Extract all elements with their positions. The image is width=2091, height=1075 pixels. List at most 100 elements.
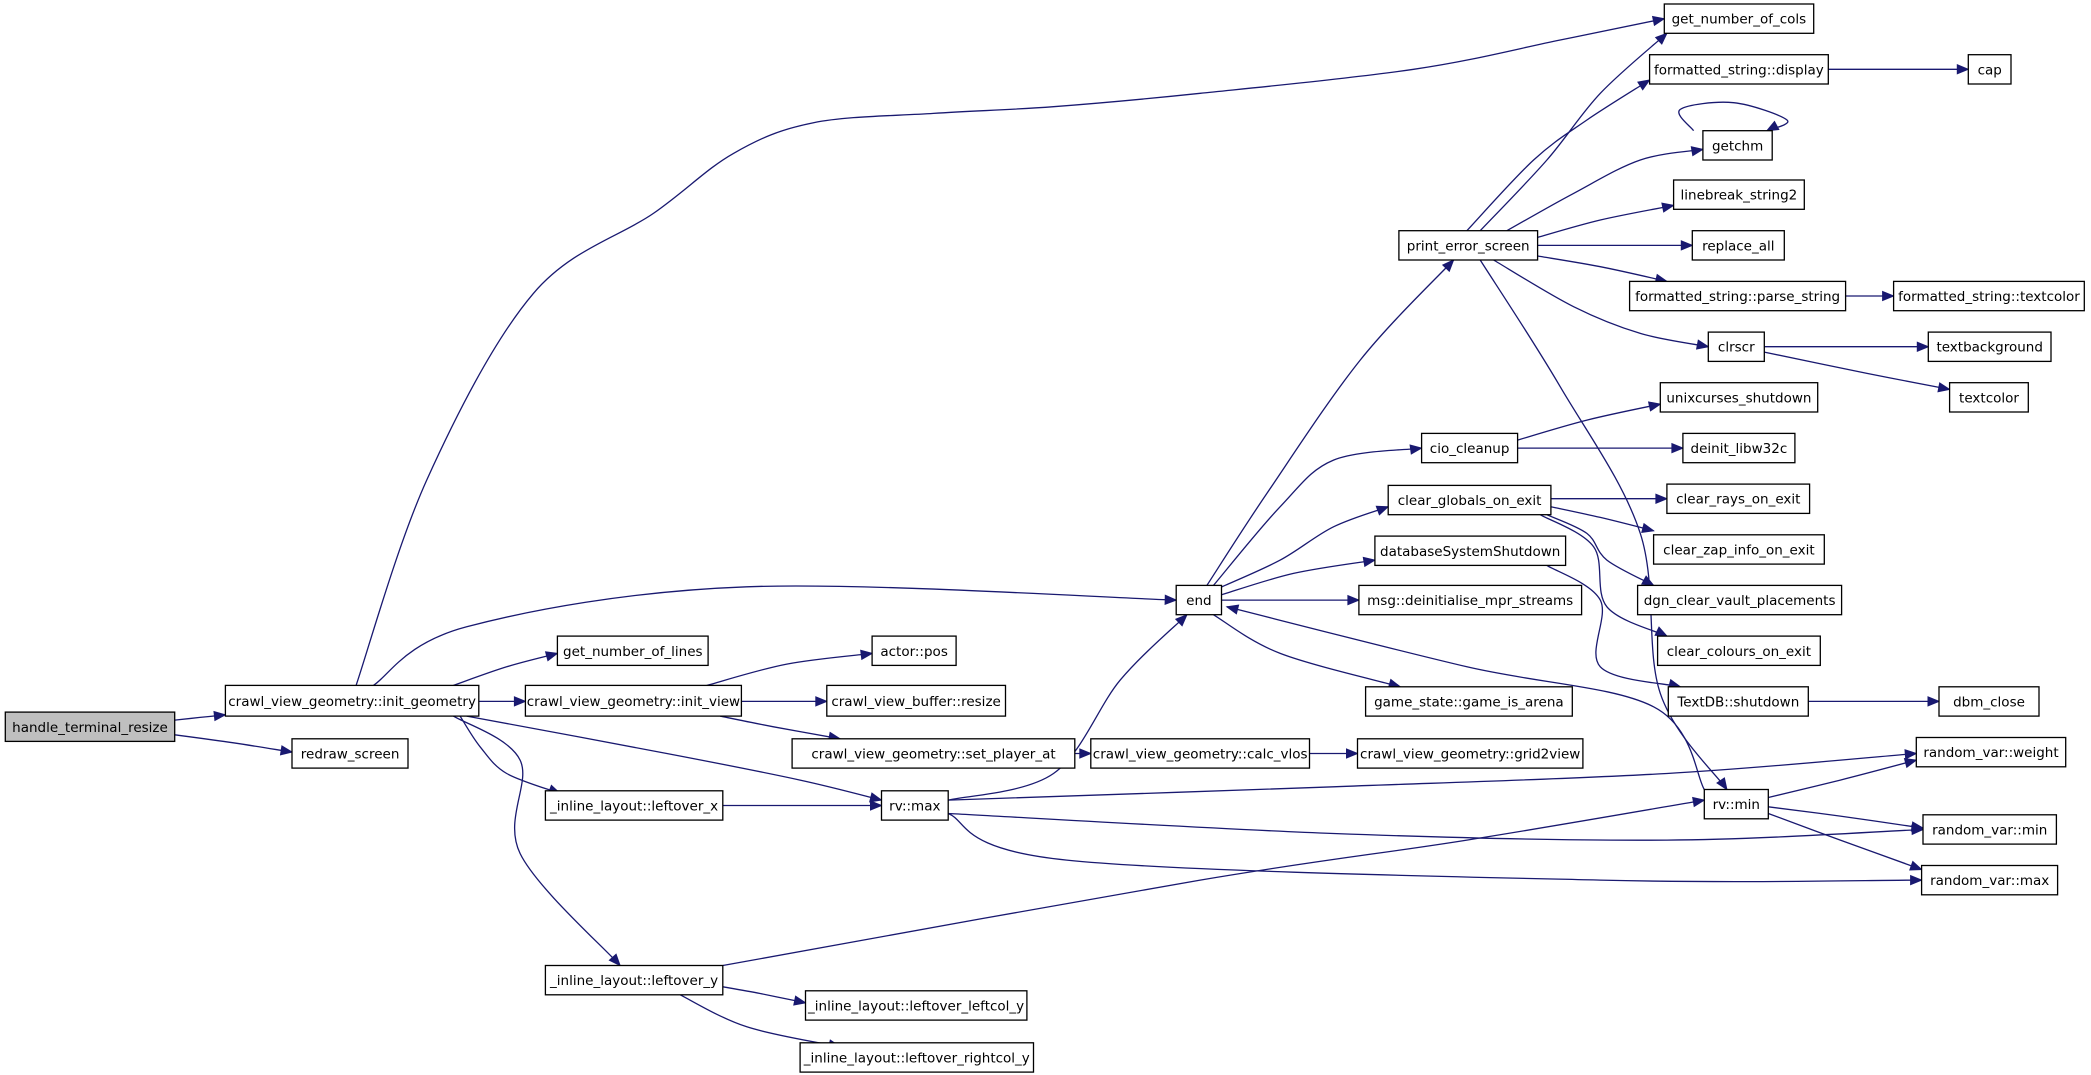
node-box (1920, 864, 2059, 896)
edge-end-to-print_error_screen (1206, 259, 1455, 586)
node-label: actor::pos (880, 644, 948, 660)
node-redraw-screen[interactable]: redraw_screen (291, 738, 409, 769)
node-cio-cleanup[interactable]: cio_cleanup (1420, 432, 1519, 464)
node-leftover-leftcol-y[interactable]: _inline_layout::leftover_leftcol_y (804, 990, 1028, 1021)
edge-clear_globals_on_exit-to-clear_rays_on_exit (1550, 493, 1669, 504)
node-box (1672, 179, 1805, 210)
arrowhead-icon (1655, 493, 1669, 504)
edge-leftover_y-to-rv_min (722, 796, 1706, 967)
node-label: crawl_view_geometry::init_view (527, 694, 740, 710)
node-clrscr[interactable]: clrscr (1707, 331, 1765, 363)
arrowhead-icon (1716, 777, 1728, 791)
node-clear-rays-on-exit[interactable]: clear_rays_on_exit (1666, 483, 1811, 515)
node-label: unixcurses_shutdown (1666, 390, 1811, 406)
node-handle-terminal-resize[interactable]: handle_terminal_resize (4, 711, 176, 743)
node-databaseSystemShutdown[interactable]: databaseSystemShutdown (1374, 535, 1567, 567)
node-label: game_state::game_is_arena (1374, 694, 1564, 710)
node-label: rv::min (1713, 797, 1760, 813)
arrowhead-icon (1641, 575, 1655, 587)
node-cap[interactable]: cap (1967, 54, 2012, 85)
node-label: TextDB::shutdown (1676, 694, 1799, 710)
edge-line (1546, 514, 1654, 586)
node-label: redraw_screen (301, 747, 400, 763)
node-box (1364, 686, 1573, 717)
edge-leftover_x-to-rv_max (722, 800, 883, 811)
node-replace-all[interactable]: replace_all (1691, 230, 1785, 261)
node-dgn-clear-vault-placements[interactable]: dgn_clear_vault_placements (1636, 584, 1843, 616)
edge-line (1537, 255, 1668, 283)
edge-init_view-to-actor_pos (706, 649, 874, 687)
node-get-number-of-cols[interactable]: get_number_of_cols (1663, 3, 1815, 34)
node-label: formatted_string::textcolor (1898, 289, 2080, 305)
arrowhead-icon (869, 792, 883, 803)
node-print-error-screen[interactable]: print_error_screen (1398, 230, 1539, 261)
node-clear-zap-info-on-exit[interactable]: clear_zap_info_on_exit (1652, 534, 1825, 565)
node-fs-display[interactable]: formatted_string::display (1648, 54, 1829, 85)
node-box (1922, 814, 2058, 845)
node-box (1915, 736, 2067, 768)
node-set-player-at[interactable]: crawl_view_geometry::set_player_at (791, 738, 1076, 769)
node-box (871, 635, 957, 667)
node-actor-pos[interactable]: actor::pos (871, 635, 957, 667)
node-rv-min[interactable]: rv::min (1703, 788, 1769, 820)
node-fs-textcolor[interactable]: formatted_string::textcolor (1892, 280, 2085, 312)
edge-line (1479, 32, 1668, 232)
node-getchm[interactable]: getchm (1702, 130, 1773, 161)
arrowhead-icon (1882, 290, 1895, 302)
edge-leftover_y-to-leftover_leftcol_y (722, 986, 807, 1006)
edge-init_geometry-to-rv_max (466, 715, 883, 803)
node-dbm-close[interactable]: dbm_close (1938, 686, 2040, 717)
arrowhead-icon (1937, 382, 1951, 393)
node-calc-vlos[interactable]: crawl_view_geometry::calc_vlos (1090, 738, 1311, 769)
node-textdb-shutdown[interactable]: TextDB::shutdown (1667, 686, 1809, 717)
node-box (1175, 584, 1223, 616)
edge-print_error_screen-to-replace_all (1537, 240, 1694, 251)
node-label: get_number_of_lines (563, 644, 703, 660)
node-box (1358, 584, 1583, 616)
node-box (1938, 686, 2040, 717)
node-grid2view[interactable]: crawl_view_geometry::grid2view (1356, 738, 1584, 769)
node-deinitialise-mpr[interactable]: msg::deinitialise_mpr_streams (1358, 584, 1583, 616)
node-rv-max[interactable]: rv::max (880, 790, 949, 821)
node-label: clear_globals_on_exit (1398, 493, 1542, 509)
node-box (1374, 535, 1567, 567)
node-init-view[interactable]: crawl_view_geometry::init_view (524, 684, 743, 717)
node-leftover-y[interactable]: _inline_layout::leftover_y (544, 964, 724, 996)
node-random-var-min[interactable]: random_var::min (1922, 814, 2058, 845)
edge-clear_globals_on_exit-to-clear_zap_info_on_exit (1550, 506, 1655, 533)
node-end[interactable]: end (1175, 584, 1223, 616)
node-box (1398, 230, 1539, 261)
edge-rv_max-to-random_var_weight (948, 749, 1918, 801)
node-leftover-rightcol-y[interactable]: _inline_layout::leftover_rightcol_y (799, 1042, 1035, 1073)
node-label: cap (1978, 62, 2002, 78)
node-leftover-x[interactable]: _inline_layout::leftover_x (544, 790, 724, 821)
node-game-is-arena[interactable]: game_state::game_is_arena (1364, 686, 1573, 717)
arrowhead-icon (1680, 240, 1694, 251)
node-label: _inline_layout::leftover_x (549, 799, 718, 815)
node-label: clear_rays_on_exit (1676, 492, 1800, 508)
node-box (1948, 382, 2029, 413)
node-clear-colours-on-exit[interactable]: clear_colours_on_exit (1656, 635, 1821, 667)
edge-print_error_screen-to-linebreak_string2 (1537, 202, 1675, 239)
node-linebreak-string2[interactable]: linebreak_string2 (1672, 179, 1805, 210)
node-init-geometry[interactable]: crawl_view_geometry::init_geometry (224, 684, 480, 717)
edge-line (1768, 812, 1922, 871)
node-label: clrscr (1718, 340, 1755, 356)
node-get-number-of-lines[interactable]: get_number_of_lines (556, 635, 709, 667)
node-deinit-libw32c[interactable]: deinit_libw32c (1682, 432, 1796, 464)
node-fs-parse-string[interactable]: formatted_string::parse_string (1628, 280, 1847, 312)
node-textcolor[interactable]: textcolor (1948, 382, 2029, 413)
node-random-var-weight[interactable]: random_var::weight (1915, 736, 2067, 768)
node-textbackground[interactable]: textbackground (1927, 331, 2052, 363)
edge-line (1517, 403, 1661, 441)
node-random-var-max[interactable]: random_var::max (1920, 864, 2059, 896)
edge-print_error_screen-to-fs_parse_string (1537, 255, 1669, 285)
edge-line (174, 734, 293, 753)
edge-handle_terminal_resize-to-init_geometry (174, 710, 227, 722)
node-label: textbackground (1936, 340, 2043, 356)
node-clear-globals-on-exit[interactable]: clear_globals_on_exit (1387, 484, 1552, 516)
node-unixcurses-shutdown[interactable]: unixcurses_shutdown (1659, 382, 1819, 413)
edge-line (1537, 204, 1674, 239)
node-view-buffer-resize[interactable]: crawl_view_buffer::resize (826, 684, 1007, 717)
node-label: deinit_libw32c (1691, 441, 1788, 457)
